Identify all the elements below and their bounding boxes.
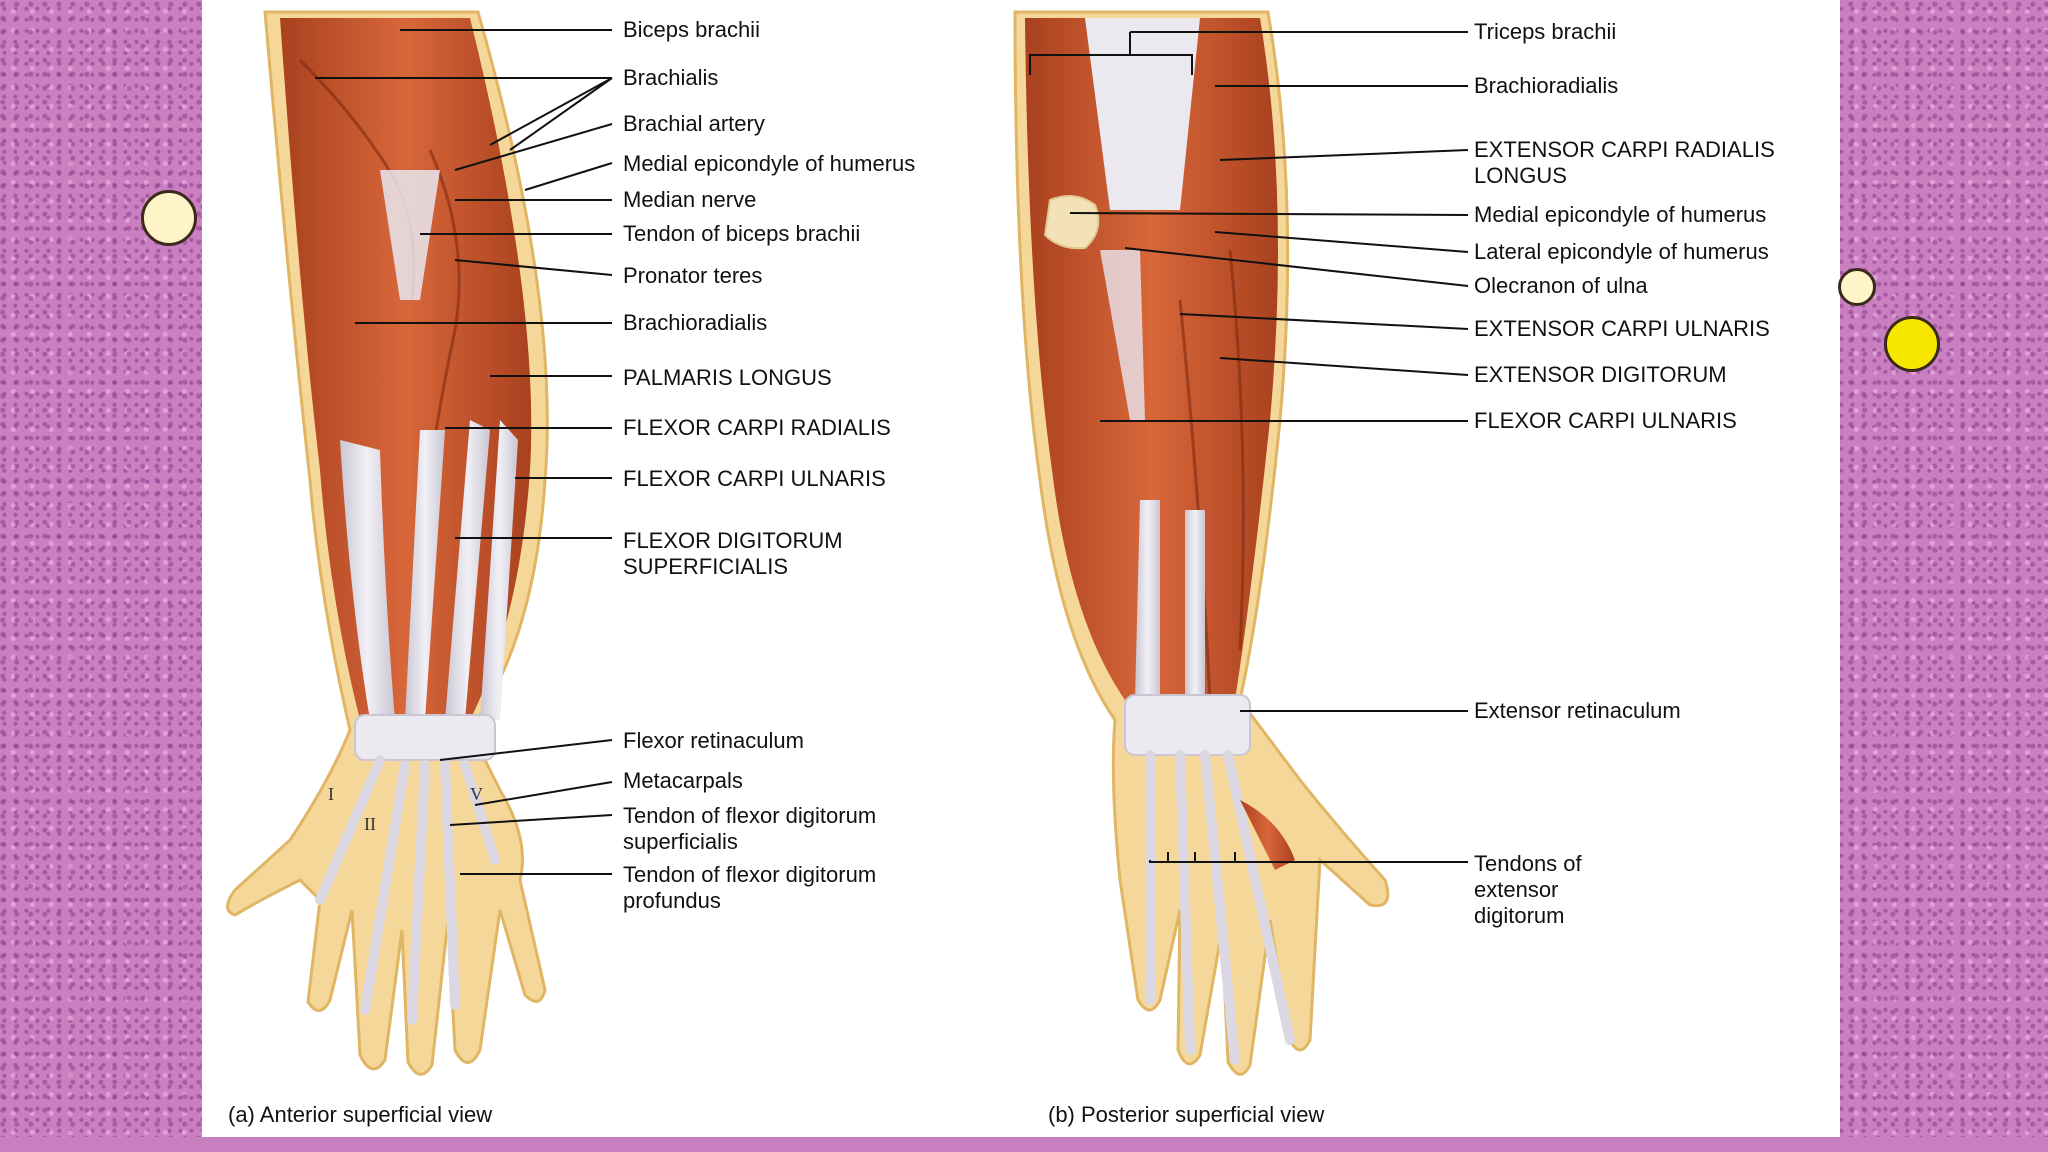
small-cream-circle-decoration bbox=[1838, 268, 1876, 306]
label-brachioradialis-anterior: Brachioradialis bbox=[623, 310, 768, 335]
label-brachialis: Brachialis bbox=[623, 65, 719, 90]
label-tendon-flexor-dig-superficialis: Tendon of flexor digitorum superficialis bbox=[623, 803, 877, 854]
label-extensor-digitorum: EXTENSOR DIGITORUM bbox=[1474, 362, 1727, 387]
label-extensor-carpi-ulnaris: EXTENSOR CARPI ULNARIS bbox=[1474, 316, 1770, 341]
label-extensor-retinaculum: Extensor retinaculum bbox=[1474, 698, 1681, 723]
cream-circle-decoration bbox=[141, 190, 197, 246]
label-lateral-epicondyle: Lateral epicondyle of humerus bbox=[1474, 239, 1769, 264]
label-flexor-digitorum-superficialis: FLEXOR DIGITORUM SUPERFICIALIS bbox=[623, 528, 843, 579]
label-flexor-retinaculum: Flexor retinaculum bbox=[623, 728, 804, 753]
posterior-arm-drawing bbox=[1013, 10, 1390, 1076]
label-extensor-carpi-radialis-longus: EXTENSOR CARPI RADIALIS LONGUS bbox=[1474, 137, 1775, 188]
metacarpal-numeral-I: I bbox=[328, 784, 334, 804]
label-flexor-carpi-radialis: FLEXOR CARPI RADIALIS bbox=[623, 415, 891, 440]
label-medial-epicondyle-posterior: Medial epicondyle of humerus bbox=[1474, 202, 1767, 227]
caption-anterior: (a) Anterior superficial view bbox=[228, 1102, 493, 1127]
anterior-leader-lines bbox=[315, 29, 613, 875]
label-brachioradialis-posterior: Brachioradialis bbox=[1474, 73, 1619, 98]
label-median-nerve: Median nerve bbox=[623, 187, 757, 212]
label-biceps-brachii: Biceps brachii bbox=[623, 17, 760, 42]
bottom-strip bbox=[0, 1137, 2048, 1152]
label-tendons-extensor-digitorum: Tendons of extensor digitorum bbox=[1474, 851, 1582, 928]
metacarpal-numeral-V: V bbox=[470, 784, 483, 804]
label-olecranon-of-ulna: Olecranon of ulna bbox=[1474, 273, 1648, 298]
label-flexor-carpi-ulnaris-posterior: FLEXOR CARPI ULNARIS bbox=[1474, 408, 1737, 433]
label-brachial-artery: Brachial artery bbox=[623, 111, 765, 136]
caption-posterior: (b) Posterior superficial view bbox=[1048, 1102, 1325, 1127]
anterior-arm-drawing: I II V bbox=[226, 10, 549, 1076]
label-triceps-brachii: Triceps brachii bbox=[1474, 19, 1617, 44]
metacarpal-numeral-II: II bbox=[364, 814, 376, 834]
label-tendon-biceps-brachii: Tendon of biceps brachii bbox=[623, 221, 861, 246]
label-tendon-flexor-dig-profundus: Tendon of flexor digitorum profundus bbox=[623, 862, 877, 913]
posterior-leader-lines bbox=[1029, 31, 1469, 863]
yellow-circle-decoration bbox=[1884, 316, 1940, 372]
label-pronator-teres: Pronator teres bbox=[623, 263, 763, 288]
label-metacarpals: Metacarpals bbox=[623, 768, 743, 793]
label-medial-epicondyle-anterior: Medial epicondyle of humerus bbox=[623, 151, 916, 176]
label-palmaris-longus: PALMARIS LONGUS bbox=[623, 365, 832, 390]
label-flexor-carpi-ulnaris-anterior: FLEXOR CARPI ULNARIS bbox=[623, 466, 886, 491]
